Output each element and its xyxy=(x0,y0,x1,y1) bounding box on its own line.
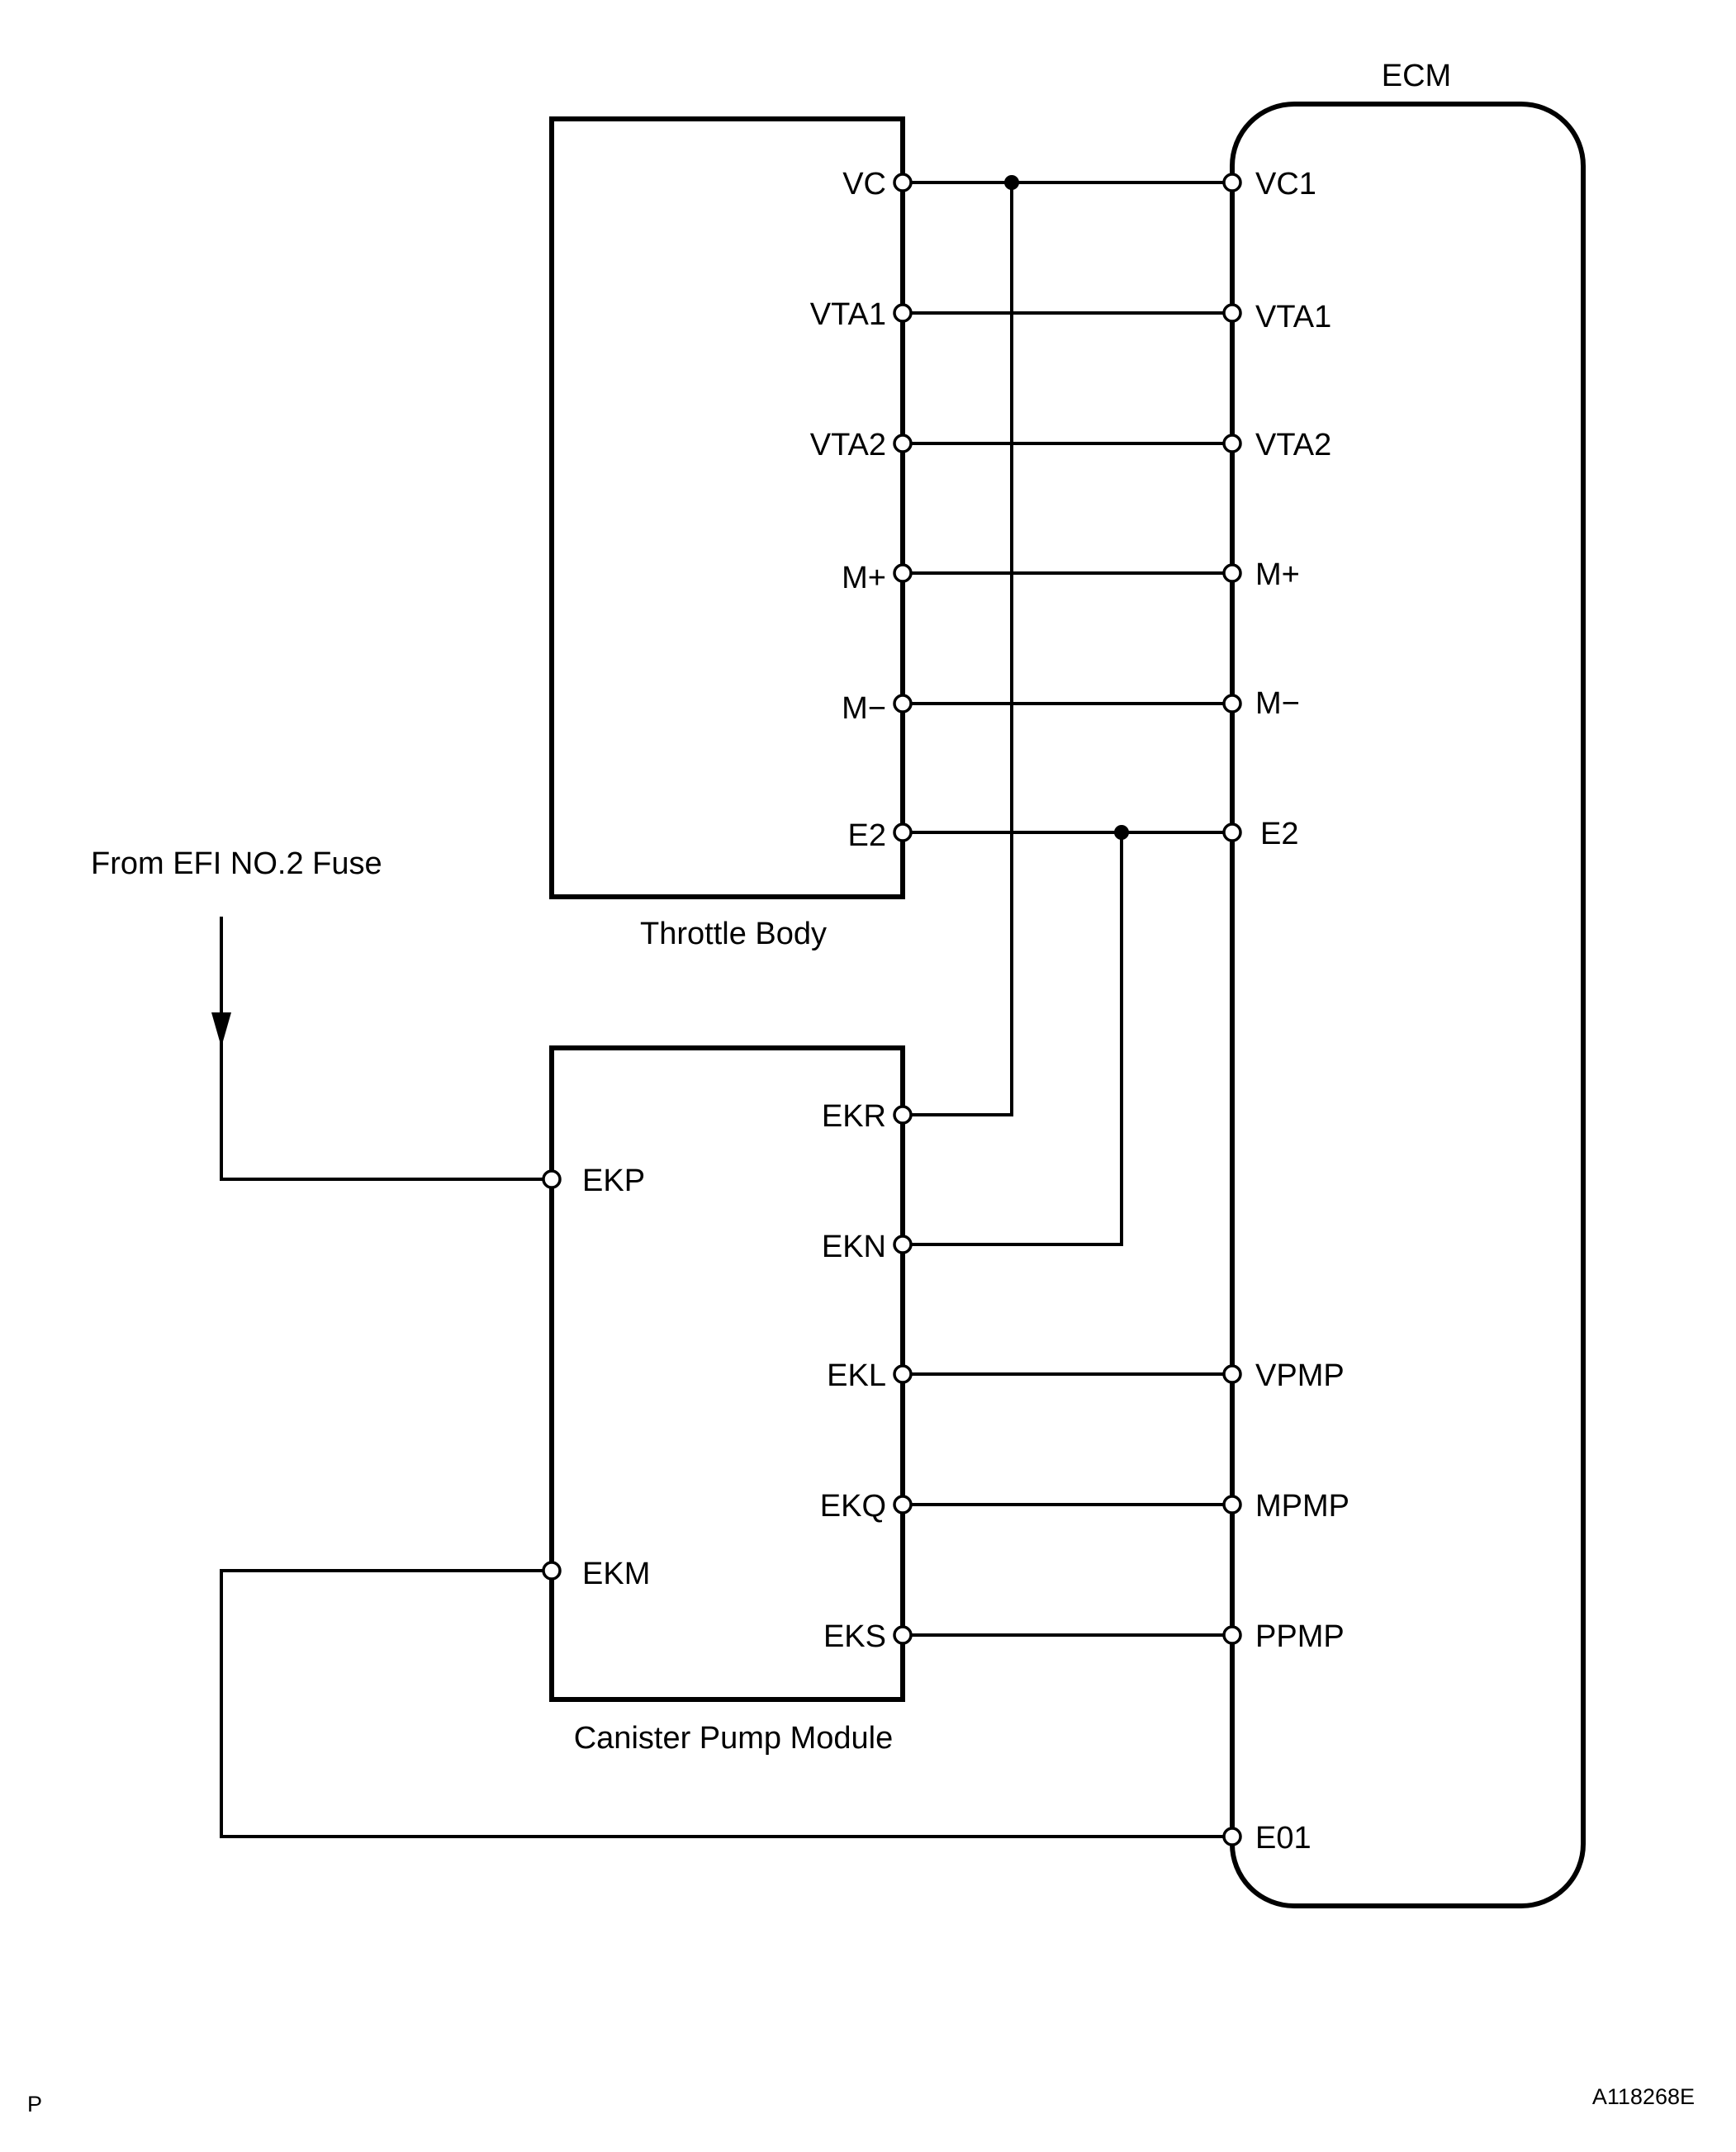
pin-label-ecm-vc1: VC1 xyxy=(1255,167,1316,201)
wire-fuse-to-ekp xyxy=(220,917,552,1181)
terminal-ecm-m-plus xyxy=(1222,563,1242,583)
terminal-cp-ekl xyxy=(893,1364,913,1384)
pin-label-tb-vta2: VTA2 xyxy=(810,428,886,462)
terminal-ecm-e01 xyxy=(1222,1827,1242,1846)
pin-label-tb-m-plus: M+ xyxy=(842,561,886,595)
terminal-ecm-vc1 xyxy=(1222,173,1242,192)
terminal-cp-ekr xyxy=(893,1105,913,1125)
pin-label-ecm-m-minus: M− xyxy=(1255,686,1300,721)
terminal-ecm-e2 xyxy=(1222,822,1242,842)
arrow-down-icon xyxy=(211,1012,231,1047)
pin-label-cp-ekq: EKQ xyxy=(820,1489,886,1524)
ecm-label: ECM xyxy=(1382,59,1451,93)
pin-label-ecm-vpmp: VPMP xyxy=(1255,1358,1345,1393)
terminal-cp-ekq xyxy=(893,1495,913,1514)
wire-vc-to-ekr xyxy=(903,182,1013,1116)
junction-dot-vc xyxy=(1004,175,1019,190)
terminal-ecm-m-minus xyxy=(1222,694,1242,713)
pin-label-ecm-vta1: VTA1 xyxy=(1255,300,1331,334)
terminal-tb-vta2 xyxy=(893,434,913,453)
pin-label-tb-vc: VC xyxy=(842,167,886,201)
throttle-body-box xyxy=(549,116,905,899)
pin-label-ecm-e2: E2 xyxy=(1260,817,1298,851)
throttle-body-label: Throttle Body xyxy=(640,917,827,951)
wire-ekm-to-e01 xyxy=(220,1569,1232,1838)
pin-label-cp-ekl: EKL xyxy=(827,1358,886,1393)
pin-label-ecm-mpmp: MPMP xyxy=(1255,1489,1349,1524)
terminal-cp-ekn xyxy=(893,1235,913,1254)
terminal-cp-ekm xyxy=(542,1561,562,1581)
pin-label-cp-ekn: EKN xyxy=(822,1230,886,1264)
terminal-tb-m-minus xyxy=(893,694,913,713)
pin-label-tb-vta1: VTA1 xyxy=(810,297,886,332)
fuse-source-label: From EFI NO.2 Fuse xyxy=(91,846,382,881)
terminal-tb-e2 xyxy=(893,822,913,842)
pin-label-tb-m-minus: M− xyxy=(842,691,886,726)
terminal-cp-eks xyxy=(893,1625,913,1645)
wire-e2-to-ekn xyxy=(903,832,1123,1246)
pin-label-ecm-m-plus: M+ xyxy=(1255,557,1300,592)
pin-label-ecm-e01: E01 xyxy=(1255,1821,1311,1856)
pin-label-cp-ekm: EKM xyxy=(582,1557,650,1591)
pin-label-tb-e2: E2 xyxy=(848,818,886,853)
pin-label-cp-ekr: EKR xyxy=(822,1099,886,1134)
terminal-ecm-vpmp xyxy=(1222,1364,1242,1384)
terminal-ecm-ppmp xyxy=(1222,1625,1242,1645)
terminal-cp-ekp xyxy=(542,1169,562,1189)
ecm-box xyxy=(1230,102,1586,1908)
junction-dot-e2 xyxy=(1114,825,1129,840)
canister-pump-label: Canister Pump Module xyxy=(574,1721,894,1756)
terminal-tb-vta1 xyxy=(893,303,913,323)
terminal-tb-vc xyxy=(893,173,913,192)
terminal-ecm-vta1 xyxy=(1222,303,1242,323)
figure-id: A118268E xyxy=(1592,2084,1695,2109)
terminal-tb-m-plus xyxy=(893,563,913,583)
pin-label-ecm-vta2: VTA2 xyxy=(1255,428,1331,462)
terminal-ecm-vta2 xyxy=(1222,434,1242,453)
terminal-ecm-mpmp xyxy=(1222,1495,1242,1514)
pin-label-cp-eks: EKS xyxy=(823,1619,886,1654)
pin-label-ecm-ppmp: PPMP xyxy=(1255,1619,1345,1654)
pin-label-cp-ekp: EKP xyxy=(582,1164,645,1198)
footer-left-code: P xyxy=(27,2092,42,2116)
